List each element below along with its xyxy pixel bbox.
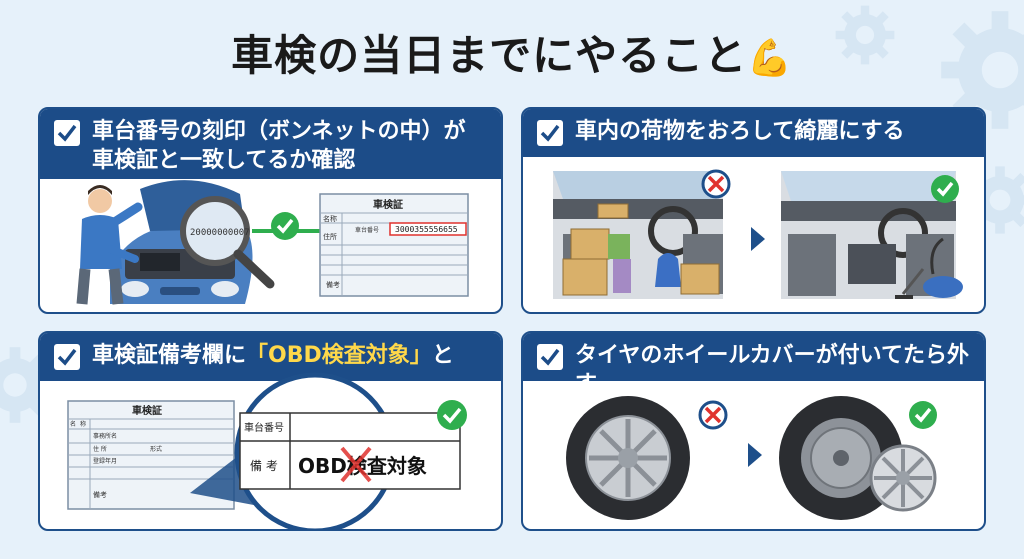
arrow-right-icon [751, 227, 765, 251]
card-header-line2: 車検証と一致してるか確認 [92, 148, 356, 173]
card-wheel-cover: タイヤのホイールカバーが付いてたら外す [521, 331, 986, 531]
card-header-text: 車検証備考欄に [92, 343, 247, 368]
svg-text:住所: 住所 [323, 232, 337, 241]
doc-title: 車検証 [373, 198, 403, 211]
zoom-label-vin: 車台番号 [244, 421, 284, 434]
svg-text:登録年月: 登録年月 [93, 457, 117, 465]
check-icon [909, 401, 937, 429]
person-illustration [76, 185, 143, 305]
svg-text:備考: 備考 [326, 280, 340, 289]
gear-icon [835, 5, 895, 65]
doc-title: 車検証 [132, 404, 162, 417]
card-vin-check: 車台番号の刻印（ボンネットの中）が 車検証と一致してるか確認 20000000 [38, 107, 503, 314]
checkbox-icon [54, 120, 80, 146]
doc-number: 3000355556655 [395, 225, 458, 234]
wheel-cover [869, 444, 937, 512]
vacuum-cleaner-icon [895, 237, 963, 299]
checkbox-icon [537, 120, 563, 146]
magnifier-icon: 20000000007 [180, 196, 275, 289]
card-header: 車内の荷物をおろして綺麗にする [523, 109, 984, 157]
card-obd-note: 車検証備考欄に「OBD検査対象」と 車検証 名 称 事務所名 住 所 形式 登録… [38, 331, 503, 531]
cluttered-interior [553, 171, 723, 299]
svg-text:名: 名 [70, 420, 76, 428]
card-header: タイヤのホイールカバーが付いてたら外す [523, 333, 984, 397]
zoom-label-remarks: 備 考 [250, 458, 278, 473]
checkbox-icon [537, 344, 563, 370]
card-header-suffix: と [431, 343, 454, 368]
card-header-text: タイヤのホイールカバーが付いてたら外す [575, 343, 970, 397]
cross-icon [698, 400, 728, 430]
card-clean-interior: 車内の荷物をおろして綺麗にする [521, 107, 986, 314]
page-title-text: 車検の当日までにやること [231, 31, 748, 80]
svg-text:称: 称 [330, 214, 337, 223]
svg-text:備考: 備考 [93, 490, 107, 499]
interior-illustration [553, 169, 963, 299]
check-icon [437, 400, 467, 430]
flexed-biceps-icon: 💪 [747, 38, 793, 79]
wheel-cover-illustration [566, 396, 937, 520]
svg-text:車台番号: 車台番号 [355, 226, 379, 234]
vin-check-illustration: 20000000007 車検証 3000355556655 名 称 住所 車台番… [76, 180, 469, 305]
card-header: 車台番号の刻印（ボンネットの中）が 車検証と一致してるか確認 [40, 109, 501, 179]
gear-icon [941, 11, 1024, 129]
obd-note-illustration: 車検証 名 称 事務所名 住 所 形式 登録年月 備考 車台番号 備 考 OBD… [67, 372, 467, 529]
card-header-line1: 車台番号の刻印（ボンネットの中）が [92, 119, 466, 144]
svg-text:事務所名: 事務所名 [93, 432, 117, 440]
svg-text:称: 称 [80, 420, 86, 428]
svg-text:形式: 形式 [150, 445, 162, 453]
card-header: 車検証備考欄に「OBD検査対象」と [40, 333, 501, 381]
card-header-highlight: 「OBD検査対象」 [246, 343, 432, 368]
clean-interior [781, 171, 956, 299]
svg-text:住 所: 住 所 [93, 445, 107, 453]
checkbox-icon [54, 344, 80, 370]
check-icon [271, 212, 299, 240]
card-header-text: 車内の荷物をおろして綺麗にする [575, 119, 905, 144]
registration-document: 車検証 3000355556655 名 称 住所 車台番号 備考 [319, 193, 469, 297]
engraved-number: 20000000007 [190, 228, 250, 238]
svg-text:名: 名 [323, 214, 330, 223]
page-title: 車検の当日までにやること💪 [0, 22, 1024, 83]
zoom-table: 車台番号 備 考 OBD検査対象 [239, 412, 461, 490]
tire-with-cover [566, 396, 690, 520]
cross-icon [701, 169, 731, 199]
arrow-right-icon [748, 443, 762, 467]
check-icon [931, 175, 959, 203]
